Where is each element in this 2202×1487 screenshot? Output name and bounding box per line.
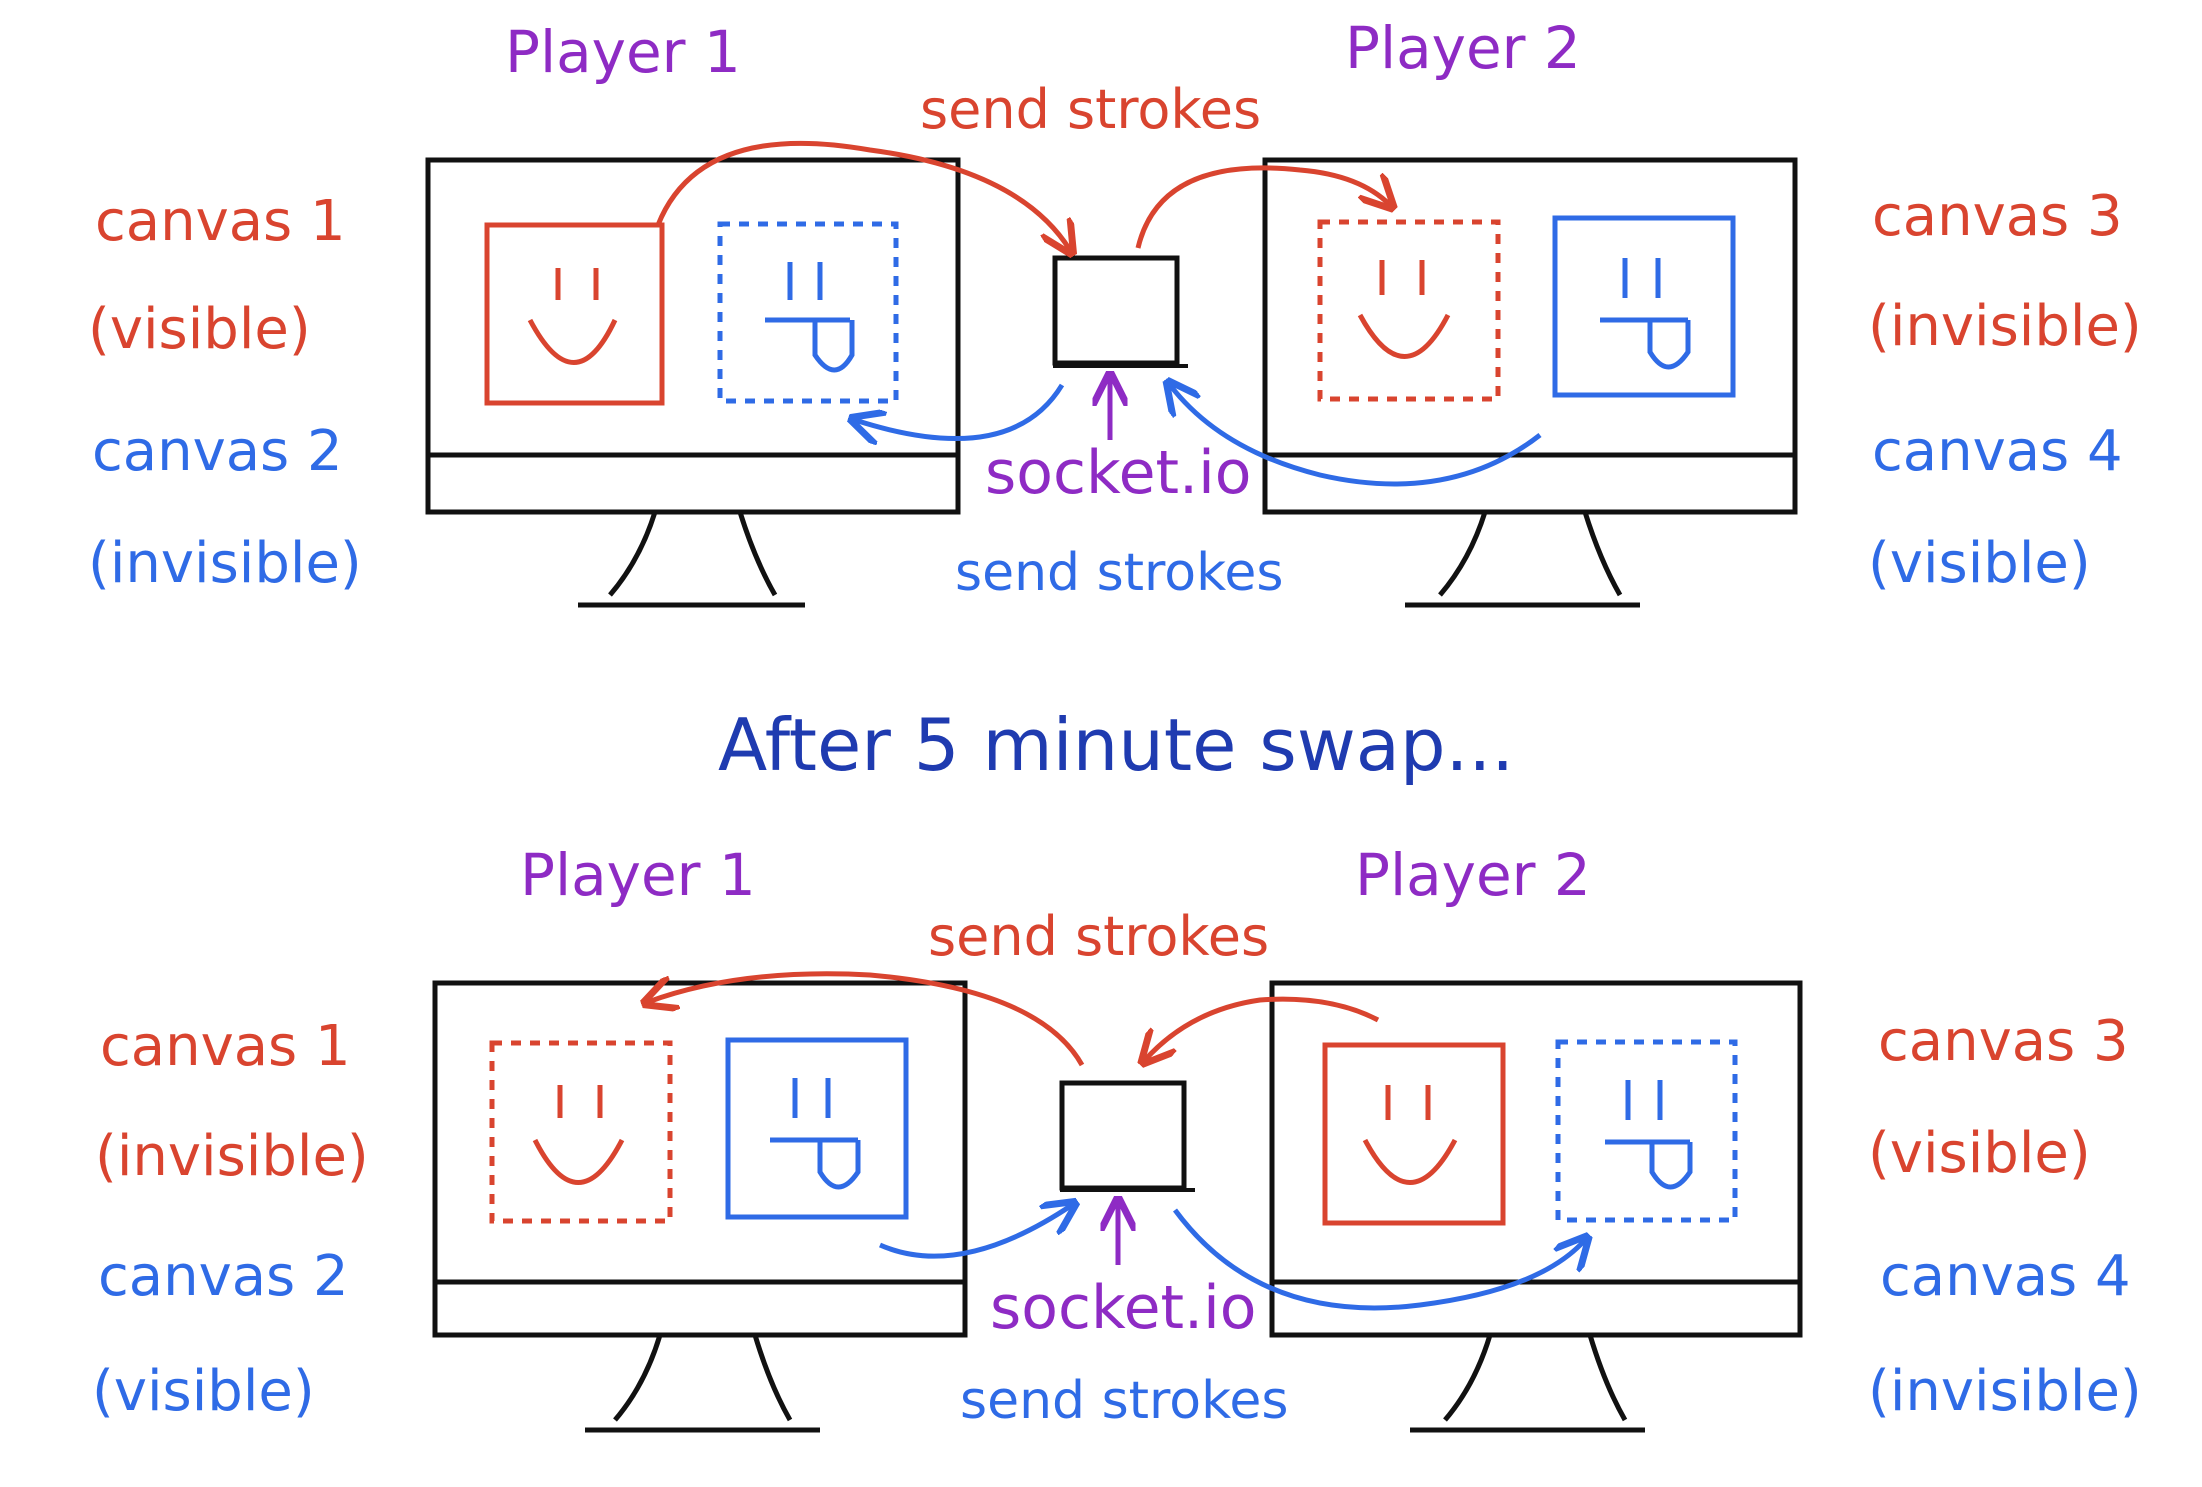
top-canvas3-label: canvas 3 [1872, 184, 2123, 249]
top-socket-label: socket.io [985, 438, 1251, 508]
top-canvas4-state: (visible) [1868, 531, 2091, 596]
bottom-canvas2-tongue-face-icon [725, 1037, 909, 1220]
top-canvas1-smiley-icon [484, 222, 665, 406]
top-canvas4-label: canvas 4 [1872, 419, 2123, 484]
monitor-screen [1262, 157, 1798, 515]
bottom-send-strokes-blue: send strokes [960, 1371, 1288, 1431]
top-canvas2-state: (invisible) [88, 531, 362, 596]
monitor-screen [1269, 980, 1803, 1338]
monitor-screen [432, 980, 968, 1338]
bottom-canvas2-label: canvas 2 [98, 1244, 349, 1309]
bottom-right-monitor [1269, 980, 1803, 1433]
swap-title: After 5 minute swap... [718, 703, 1514, 787]
monitor-stand [1443, 1334, 1628, 1422]
bottom-arrow-p1-to-server-blue [878, 1205, 1072, 1259]
top-send-strokes-blue: send strokes [955, 543, 1283, 603]
bottom-socket-server-box [1059, 1080, 1195, 1192]
top-canvas2-tongue-face-icon [717, 221, 899, 404]
bottom-canvas1-state: (invisible) [95, 1124, 369, 1189]
top-player1-label: Player 1 [505, 18, 741, 86]
bottom-arrow-server-to-p2-blue [1172, 1208, 1585, 1311]
bottom-canvas4-label: canvas 4 [1880, 1244, 2131, 1309]
top-right-monitor [1262, 157, 1798, 608]
bottom-canvas4-tongue-face-icon [1555, 1039, 1738, 1223]
top-send-strokes-red: send strokes [920, 78, 1261, 141]
bottom-section: Player 1 Player 2 send strokes [92, 841, 2142, 1433]
bottom-player1-label: Player 1 [520, 841, 756, 909]
top-canvas1-label: canvas 1 [95, 189, 346, 254]
bottom-canvas1-label: canvas 1 [100, 1014, 351, 1079]
top-arrow-server-to-p1-blue [855, 383, 1065, 439]
bottom-canvas3-state: (visible) [1868, 1121, 2091, 1186]
top-arrow-p1-to-server-red [655, 140, 1070, 250]
bottom-canvas3-label: canvas 3 [1878, 1009, 2129, 1074]
top-player2-label: Player 2 [1345, 14, 1581, 82]
top-canvas2-label: canvas 2 [92, 419, 343, 484]
bottom-canvas4-state: (invisible) [1868, 1359, 2142, 1424]
top-canvas4-tongue-face-icon [1552, 215, 1736, 398]
top-canvas1-state: (visible) [88, 297, 311, 362]
monitor-stand [613, 1334, 793, 1422]
top-canvas3-state: (invisible) [1868, 294, 2142, 359]
top-section: Player 1 Player 2 send strokes [88, 14, 2142, 608]
monitor-stand [608, 511, 778, 597]
bottom-canvas2-state: (visible) [92, 1359, 315, 1424]
bottom-socket-label: socket.io [990, 1273, 1256, 1343]
bottom-arrow-server-to-p1-red [648, 971, 1085, 1067]
monitor-screen [425, 157, 961, 515]
bottom-player2-label: Player 2 [1355, 841, 1591, 909]
top-canvas3-smiley-icon [1317, 219, 1501, 402]
top-arrow-server-to-p2-red [1135, 165, 1390, 249]
bottom-left-monitor [432, 980, 968, 1433]
bottom-send-strokes-red: send strokes [928, 905, 1269, 968]
bottom-canvas1-smiley-icon [489, 1040, 673, 1224]
monitor-stand [1438, 511, 1623, 597]
top-left-monitor [425, 157, 961, 608]
bottom-arrow-p2-to-server-red [1145, 996, 1380, 1060]
top-arrow-p2-to-server-blue [1170, 385, 1542, 487]
top-socket-server-box [1052, 255, 1188, 368]
bottom-canvas3-smiley-icon [1322, 1042, 1506, 1226]
